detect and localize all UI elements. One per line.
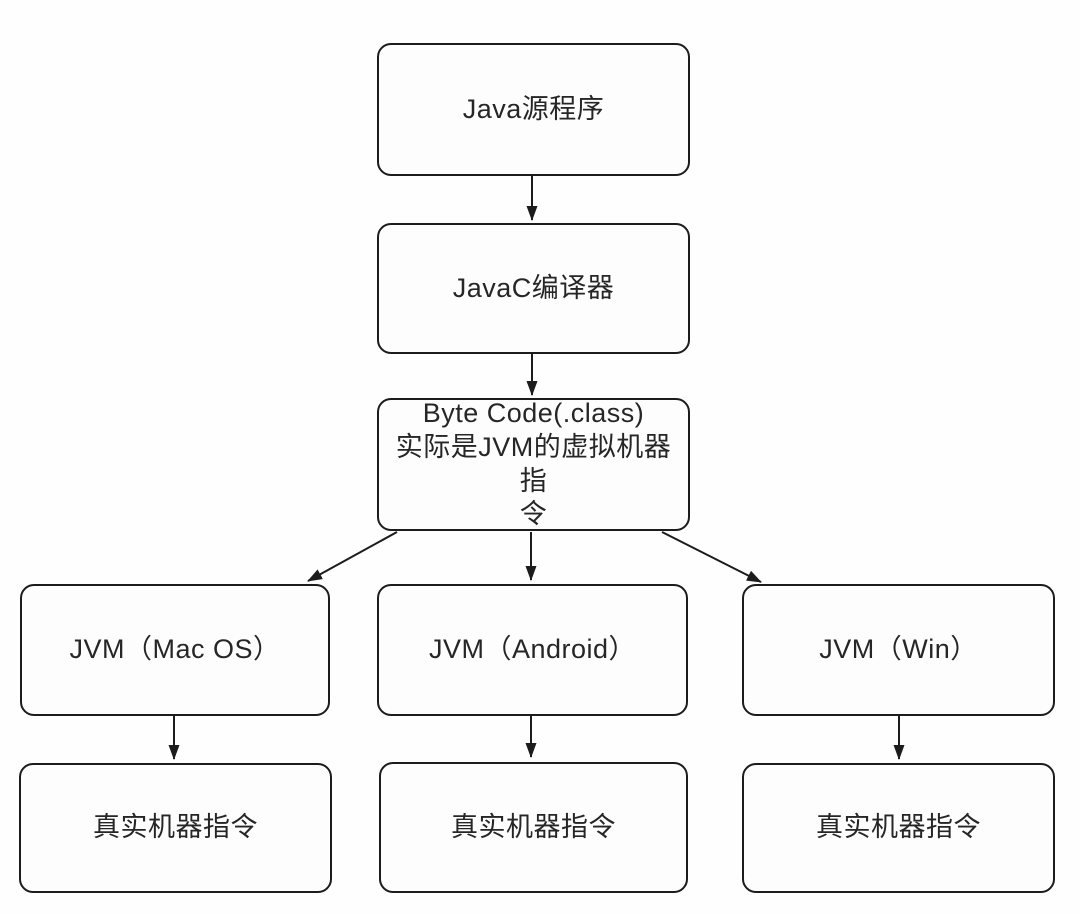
node-javac-compiler-label: JavaC编译器 bbox=[452, 272, 615, 303]
node-machine-instructions-mac-label: 真实机器指令 bbox=[93, 812, 258, 843]
node-jvm-android: JVM（Android） bbox=[377, 584, 688, 716]
node-byte-code: Byte Code(.class) 实际是JVM的虚拟机器指 令 bbox=[377, 398, 690, 531]
node-java-source: Java源程序 bbox=[377, 43, 690, 176]
node-machine-instructions-win-label: 真实机器指令 bbox=[816, 812, 981, 843]
node-jvm-mac-os-label: JVM（Mac OS） bbox=[69, 634, 281, 665]
edge-bytecode-to-jvm-mac bbox=[307, 531, 398, 582]
node-machine-instructions-win: 真实机器指令 bbox=[742, 763, 1055, 893]
node-byte-code-label: Byte Code(.class) 实际是JVM的虚拟机器指 令 bbox=[395, 398, 672, 530]
node-jvm-mac-os: JVM（Mac OS） bbox=[20, 584, 330, 716]
node-machine-instructions-android-label: 真实机器指令 bbox=[451, 811, 616, 842]
node-machine-instructions-mac: 真实机器指令 bbox=[19, 763, 332, 893]
node-java-source-label: Java源程序 bbox=[462, 93, 605, 124]
node-jvm-android-label: JVM（Android） bbox=[428, 634, 637, 665]
node-jvm-win: JVM（Win） bbox=[742, 584, 1055, 716]
edge-bytecode-to-jvm-win bbox=[661, 531, 762, 583]
node-jvm-win-label: JVM（Win） bbox=[819, 634, 978, 665]
node-machine-instructions-android: 真实机器指令 bbox=[379, 762, 688, 893]
node-javac-compiler: JavaC编译器 bbox=[377, 223, 690, 354]
